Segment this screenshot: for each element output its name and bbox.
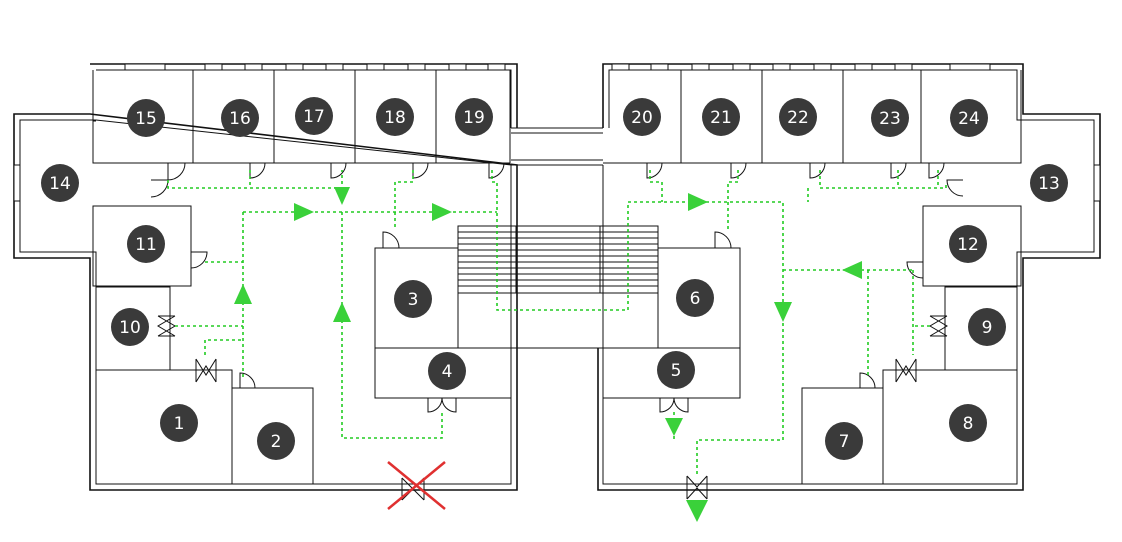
arrow-icon [842, 261, 862, 279]
room-number: 6 [690, 289, 701, 309]
room-number: 17 [303, 107, 325, 127]
room-badge-circle [950, 99, 988, 137]
room-number: 2 [271, 432, 282, 452]
room-badge-12: 12 [949, 225, 987, 263]
room-badge-circle [295, 97, 333, 135]
room-number: 8 [963, 414, 974, 434]
room-badge-20: 20 [623, 98, 661, 136]
room-badge-19: 19 [455, 98, 493, 136]
arrow-icon [333, 302, 351, 322]
room-badge-17: 17 [295, 97, 333, 135]
blocked-exit-icon [387, 461, 446, 510]
room-badge-circle [1030, 164, 1068, 202]
room-number: 24 [958, 109, 980, 129]
room-number: 14 [49, 174, 71, 194]
room-badge-circle [127, 99, 165, 137]
room-badge-7: 7 [825, 422, 863, 460]
arrow-icon [688, 193, 708, 211]
room-number: 20 [631, 108, 653, 128]
room-number: 3 [408, 290, 419, 310]
room-badge-16: 16 [221, 99, 259, 137]
arrow-icon [774, 302, 792, 322]
room-badge-18: 18 [376, 98, 414, 136]
room-badge-circle [676, 279, 714, 317]
room-number: 10 [119, 318, 141, 338]
room-badge-2: 2 [257, 422, 295, 460]
room-badge-14: 14 [41, 164, 79, 202]
room-badge-circle [455, 98, 493, 136]
arrow-icon [334, 187, 350, 205]
room-badge-22: 22 [779, 98, 817, 136]
room-number: 11 [135, 235, 157, 255]
room-badge-circle [127, 225, 165, 263]
room-badge-21: 21 [702, 98, 740, 136]
room-badge-3: 3 [394, 280, 432, 318]
room-badge-circle [779, 98, 817, 136]
room-number: 5 [671, 361, 682, 381]
room-number: 1 [174, 414, 185, 434]
room-badge-9: 9 [968, 308, 1006, 346]
arrow-icon [234, 284, 252, 304]
room-number: 12 [957, 235, 979, 255]
arrow-icon [432, 203, 452, 221]
evacuation-routes [167, 170, 947, 476]
room-badge-11: 11 [127, 225, 165, 263]
room-number: 22 [787, 108, 809, 128]
room-badge-circle [657, 351, 695, 389]
room-badge-8: 8 [949, 404, 987, 442]
room-number: 21 [710, 108, 732, 128]
room-badge-23: 23 [871, 99, 909, 137]
room-badge-circle [111, 308, 149, 346]
arrow-icon [294, 203, 314, 221]
room-badge-4: 4 [428, 352, 466, 390]
room-number: 9 [982, 318, 993, 338]
room-badge-circle [949, 404, 987, 442]
room-badge-circle [221, 99, 259, 137]
room-badge-circle [623, 98, 661, 136]
room-badge-6: 6 [676, 279, 714, 317]
room-badge-24: 24 [950, 99, 988, 137]
room-number: 13 [1038, 174, 1060, 194]
room-badge-circle [968, 308, 1006, 346]
stairs-icon [457, 225, 659, 349]
left-wing-walls [13, 63, 603, 491]
arrow-icon [686, 500, 708, 522]
room-badge-circle [871, 99, 909, 137]
room-number: 18 [384, 108, 406, 128]
room-number: 7 [839, 432, 850, 452]
room-badge-5: 5 [657, 351, 695, 389]
room-number: 19 [463, 108, 485, 128]
room-number: 15 [135, 109, 157, 129]
room-number: 16 [229, 109, 251, 129]
door-swings [150, 162, 964, 389]
room-badge-circle [428, 352, 466, 390]
room-badge-1: 1 [160, 404, 198, 442]
room-badge-10: 10 [111, 308, 149, 346]
room-badge-circle [41, 164, 79, 202]
route-arrows [234, 187, 862, 522]
room-badge-circle [376, 98, 414, 136]
room-badge-13: 13 [1030, 164, 1068, 202]
room-badge-circle [949, 225, 987, 263]
arrow-icon [665, 418, 683, 436]
room-badge-circle [702, 98, 740, 136]
room-badge-circle [825, 422, 863, 460]
room-number: 4 [442, 362, 453, 382]
room-badge-15: 15 [127, 99, 165, 137]
room-badge-circle [257, 422, 295, 460]
room-number: 23 [879, 109, 901, 129]
right-wing-walls [597, 63, 1101, 491]
double-door-icon [157, 315, 948, 501]
room-badge-circle [160, 404, 198, 442]
room-badge-circle [394, 280, 432, 318]
